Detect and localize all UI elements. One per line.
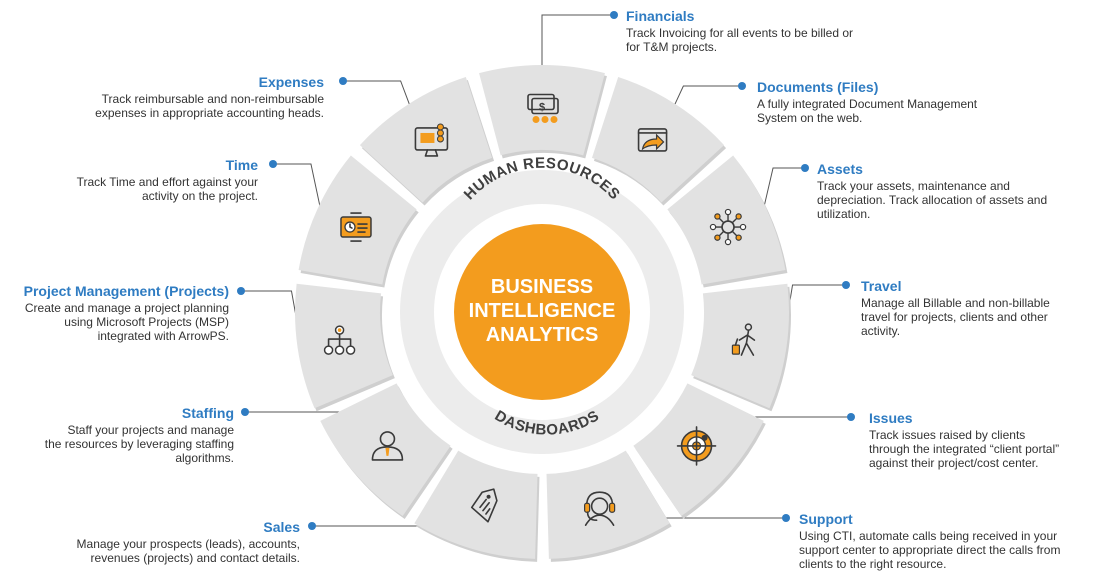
connector-line <box>343 80 412 108</box>
connector-dot <box>269 160 277 168</box>
module-label-support: Support Using CTI, automate calls being … <box>799 511 1091 571</box>
center-title-line-3: ANALYTICS <box>486 324 599 346</box>
headset-support-icon <box>584 491 616 527</box>
module-label-staffing: Staffing Staff your projects and manage … <box>20 405 234 465</box>
price-tag-icon <box>470 488 498 523</box>
module-label-travel: Travel Manage all Billable and non-billa… <box>861 278 1086 338</box>
module-description: Track Time and effort against your activ… <box>76 175 258 203</box>
center-title: BUSINESS INTELLIGENCE ANALYTICS <box>469 276 616 346</box>
connector-dot <box>237 287 245 295</box>
connector-line <box>273 163 322 212</box>
connector-line <box>241 290 302 347</box>
module-description: Create and manage a project planning usi… <box>24 301 229 343</box>
svg-text:$: $ <box>539 102 545 114</box>
center-circle <box>454 224 630 400</box>
center-title-line-2: INTELLIGENCE <box>469 300 616 322</box>
connector-dot <box>241 408 249 416</box>
module-title: Travel <box>861 278 902 294</box>
module-segments: $ <box>295 64 791 562</box>
module-label-sales: Sales Manage your prospects (leads), acc… <box>20 519 300 565</box>
timesheet-icon <box>340 212 372 242</box>
module-description: Track Invoicing for all events to be bil… <box>626 26 853 54</box>
traveler-luggage-icon <box>731 323 756 356</box>
module-title: Project Management (Projects) <box>23 283 229 299</box>
module-title: Support <box>799 511 853 527</box>
module-title: Time <box>225 157 258 173</box>
connector-dot <box>738 82 746 90</box>
connector-dot <box>842 281 850 289</box>
module-description: Staff your projects and manage the resou… <box>44 423 234 465</box>
connector-line <box>762 167 805 212</box>
connector-dot <box>308 522 316 530</box>
asset-network-icon <box>709 208 747 246</box>
module-title: Financials <box>626 8 695 24</box>
money-bills-icon: $ <box>527 93 559 123</box>
module-title: Staffing <box>181 405 234 421</box>
person-icon <box>371 431 404 461</box>
document-share-icon <box>637 128 668 152</box>
wheel-segment <box>414 450 538 559</box>
module-description: Manage all Billable and non-billable tra… <box>861 296 1050 338</box>
wheel-segment <box>320 383 451 516</box>
wheel-segment <box>691 283 789 409</box>
wheel-segment <box>667 155 786 285</box>
module-label-project-management: Project Management (Projects) Create and… <box>8 283 229 343</box>
module-description: A fully integrated Document Management S… <box>757 97 978 125</box>
connector-dot <box>782 514 790 522</box>
connector-dot <box>610 11 618 19</box>
expense-monitor-icon <box>414 123 449 157</box>
connector-dot <box>339 77 347 85</box>
module-label-time: Time Track Time and effort against your … <box>20 157 258 203</box>
connector-dot <box>847 413 855 421</box>
connector-dot <box>801 164 809 172</box>
module-label-assets: Assets Track your assets, maintenance an… <box>817 161 1082 221</box>
module-description: Track your assets, maintenance and depre… <box>817 179 1048 221</box>
module-label-documents: Documents (Files) A fully integrated Doc… <box>757 79 1007 125</box>
module-title: Sales <box>263 519 300 535</box>
module-title: Documents (Files) <box>757 79 879 95</box>
hierarchy-icon <box>323 325 356 355</box>
module-title: Assets <box>817 161 863 177</box>
module-description: Track reimbursable and non-reimbursable … <box>95 92 324 120</box>
module-label-financials: Financials Track Invoicing for all event… <box>626 8 886 54</box>
connector-line <box>541 14 614 67</box>
connector-line <box>672 85 742 108</box>
module-title: Expenses <box>258 74 324 90</box>
center-title-line-1: BUSINESS <box>491 276 593 298</box>
module-title: Issues <box>869 410 913 426</box>
target-icon <box>676 426 717 466</box>
module-description: Manage your prospects (leads), accounts,… <box>76 537 300 565</box>
wheel-segment <box>295 283 393 409</box>
module-label-expenses: Expenses Track reimbursable and non-reim… <box>20 74 324 120</box>
module-description: Using CTI, automate calls being received… <box>799 529 1061 571</box>
module-description: Track issues raised by clients through t… <box>869 428 1060 470</box>
module-label-issues: Issues Track issues raised by clients th… <box>869 410 1089 470</box>
connector-line <box>782 284 846 347</box>
